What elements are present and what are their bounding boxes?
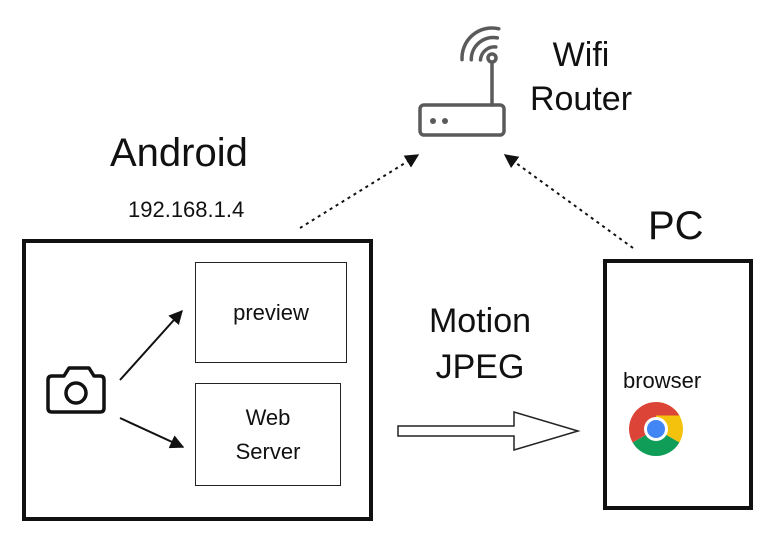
pc-title: PC <box>648 204 704 248</box>
stream-label-line1: Motion <box>428 302 532 340</box>
preview-box: preview <box>195 262 347 363</box>
android-ip-address: 192.168.1.4 <box>128 197 245 222</box>
router-label-line1: Wifi <box>552 36 610 74</box>
web-server-box: Web Server <box>195 383 341 486</box>
router-label: Wifi Router <box>516 33 646 121</box>
stream-label: Motion JPEG <box>400 298 560 390</box>
browser-label: browser <box>623 368 702 393</box>
stream-label-line2: JPEG <box>435 348 525 386</box>
pc-router-link <box>503 154 634 249</box>
android-title: Android <box>110 131 248 175</box>
android-router-link <box>299 154 420 229</box>
web-server-label: Web Server <box>235 404 301 464</box>
router-label-line2: Router <box>529 80 633 118</box>
pc-device-box <box>603 259 753 510</box>
wifi-router-icon <box>418 26 506 137</box>
stream-arrow <box>397 410 581 452</box>
preview-label: preview <box>233 299 309 325</box>
